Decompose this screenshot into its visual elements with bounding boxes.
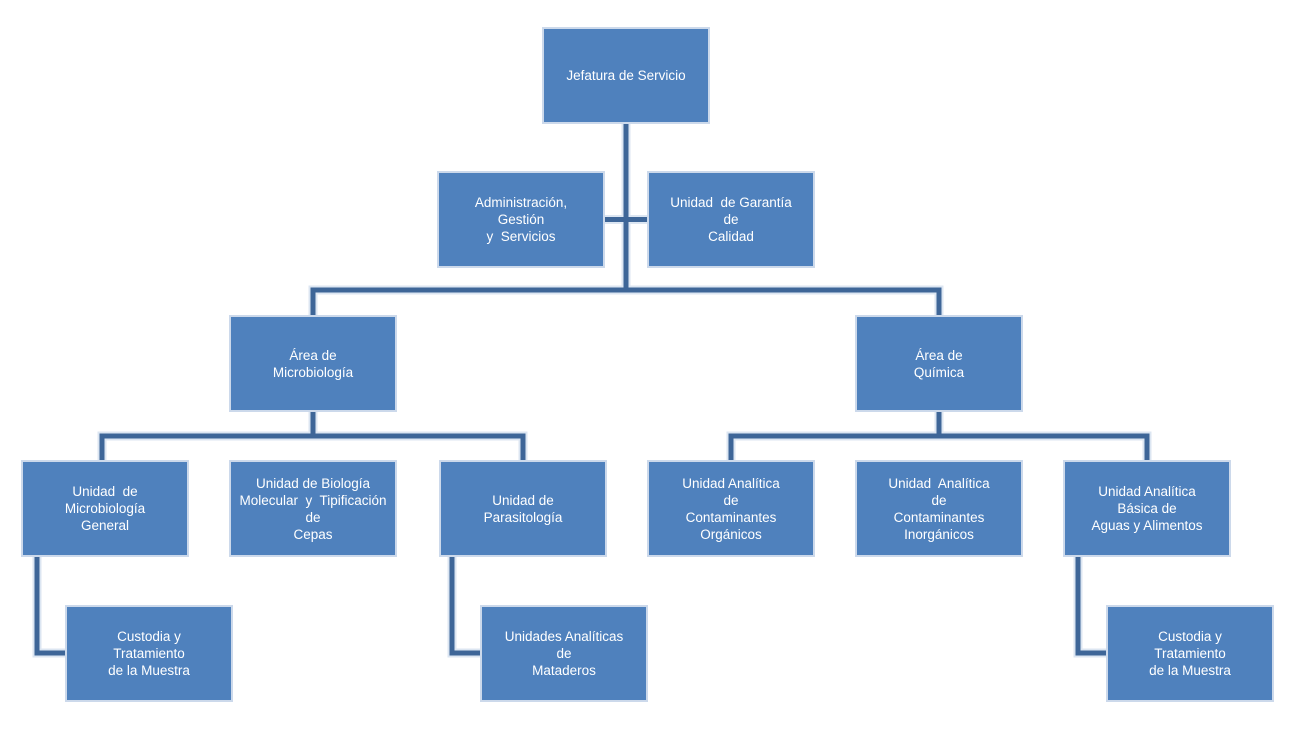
node-unidad-garantia-calidad: Unidad de Garantía de Calidad — [647, 171, 815, 268]
node-label: Unidad de Parasitología — [483, 492, 563, 525]
node-jefatura-de-servicio: Jefatura de Servicio — [542, 27, 710, 124]
node-administracion-gestion-servicios: Administración, Gestión y Servicios — [437, 171, 605, 268]
node-label: Unidad de Microbiología General — [64, 484, 146, 533]
node-unidad-parasitologia: Unidad de Parasitología — [439, 460, 607, 557]
node-label: Área de Química — [913, 347, 965, 380]
node-label: Custodia y Tratamiento de la Muestra — [108, 629, 190, 678]
node-label: Unidad Analítica de Contaminantes Orgáni… — [682, 475, 780, 542]
node-label: Administración, Gestión y Servicios — [474, 195, 568, 244]
node-unidades-analiticas-mataderos: Unidades Analíticas de Mataderos — [480, 605, 648, 702]
node-label: Jefatura de Servicio — [566, 68, 686, 83]
node-analitica-basica-aguas-alimentos: Unidad Analítica Básica de Aguas y Alime… — [1063, 460, 1231, 557]
node-area-microbiologia: Área de Microbiología — [229, 315, 397, 412]
node-biologia-molecular-tipificacion-cepas: Unidad de Biología Molecular y Tipificac… — [229, 460, 397, 557]
node-label: Custodia y Tratamiento de la Muestra — [1149, 629, 1231, 678]
node-custodia-tratamiento-muestra-quimica: Custodia y Tratamiento de la Muestra — [1106, 605, 1274, 702]
node-label: Unidad Analítica Básica de Aguas y Alime… — [1091, 484, 1203, 533]
node-area-quimica: Área de Química — [855, 315, 1023, 412]
node-contaminantes-organicos: Unidad Analítica de Contaminantes Orgáni… — [647, 460, 815, 557]
node-unidad-microbiologia-general: Unidad de Microbiología General — [21, 460, 189, 557]
node-label: Área de Microbiología — [272, 347, 354, 380]
node-label: Unidad Analítica de Contaminantes Inorgá… — [888, 475, 990, 542]
node-custodia-tratamiento-muestra-microbiologia: Custodia y Tratamiento de la Muestra — [65, 605, 233, 702]
node-label: Unidad de Biología Molecular y Tipificac… — [239, 475, 387, 542]
node-label: Unidades Analíticas de Mataderos — [504, 629, 624, 678]
node-contaminantes-inorganicos: Unidad Analítica de Contaminantes Inorgá… — [855, 460, 1023, 557]
node-label: Unidad de Garantía de Calidad — [670, 195, 792, 244]
